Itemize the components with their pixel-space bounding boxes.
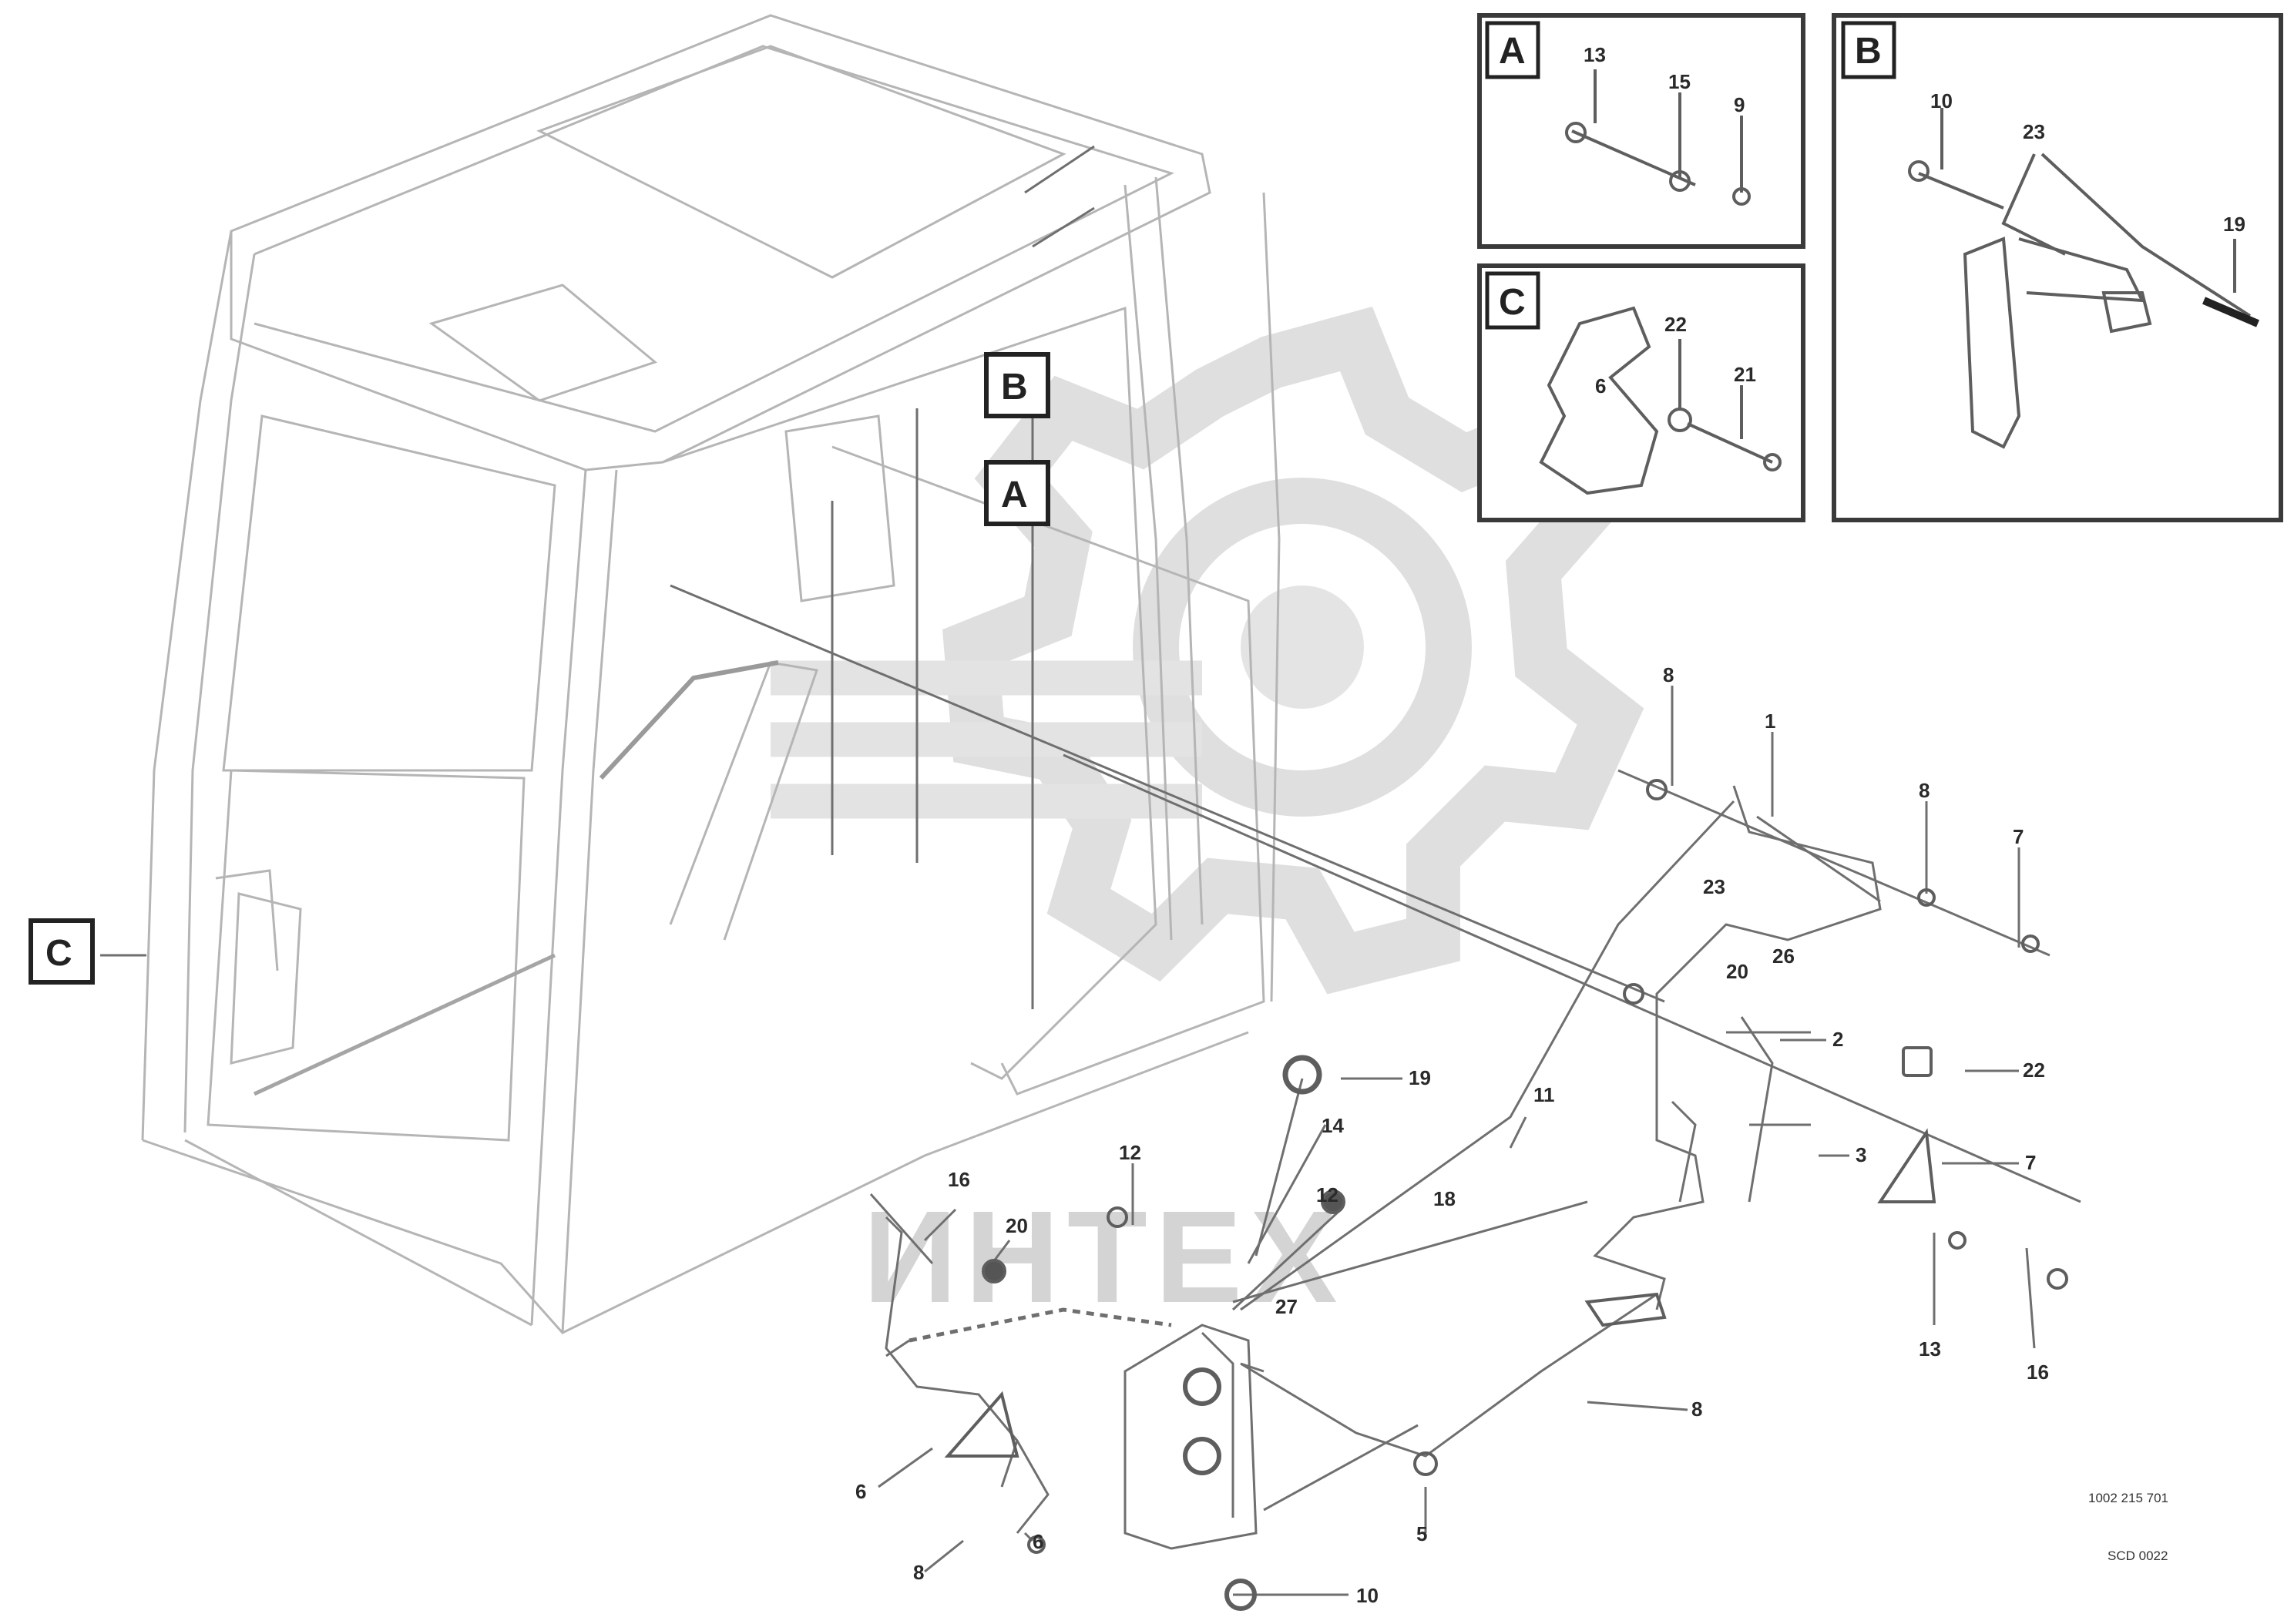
bushing-part bbox=[1902, 1046, 1933, 1077]
part-label: 18 bbox=[1433, 1187, 1456, 1210]
part-label: 7 bbox=[2025, 1151, 2036, 1174]
inset-b-label-2: 23 bbox=[2023, 120, 2045, 143]
part-label: 8 bbox=[1663, 663, 1674, 686]
svg-text:C: C bbox=[45, 933, 72, 974]
inset-b: B 10 23 19 bbox=[1832, 13, 2283, 522]
svg-text:A: A bbox=[1499, 31, 1526, 72]
latch-part bbox=[1584, 1292, 1667, 1327]
fasteners bbox=[944, 779, 2068, 1611]
inset-b-label-1: 10 bbox=[1930, 89, 1953, 112]
part-label: 10 bbox=[1356, 1584, 1379, 1607]
inset-a-label-1: 13 bbox=[1584, 43, 1606, 66]
watermark-text: ИНТЕХ bbox=[863, 1184, 1345, 1330]
callout-box-a: A bbox=[984, 460, 1050, 526]
svg-text:C: C bbox=[1499, 282, 1526, 323]
grommet-part bbox=[1282, 1055, 1322, 1095]
part-label: 12 bbox=[1119, 1141, 1141, 1164]
part-labels: 8 1 8 7 2 3 22 7 13 16 19 14 12 12 16 20… bbox=[855, 663, 2049, 1607]
drawing-reference: 1002 215 701 SCD 0022 bbox=[2088, 1491, 2168, 1563]
inset-a: A 13 15 9 bbox=[1477, 13, 1805, 249]
callout-box-c: C bbox=[29, 918, 95, 985]
clip-bracket-part bbox=[1877, 1128, 1936, 1203]
part-label: 14 bbox=[1322, 1114, 1344, 1137]
svg-text:A: A bbox=[1001, 475, 1028, 515]
nut-part bbox=[1107, 1206, 1128, 1228]
part-label: 8 bbox=[913, 1561, 924, 1584]
grommet-part bbox=[1224, 1579, 1257, 1611]
washer-part bbox=[1948, 1231, 1967, 1250]
inset-a-label-3: 9 bbox=[1734, 93, 1745, 116]
part-label: 20 bbox=[1006, 1214, 1028, 1237]
part-label: 22 bbox=[2023, 1059, 2045, 1082]
cab-frame bbox=[141, 14, 1281, 1334]
nut-part bbox=[982, 1259, 1006, 1283]
part-label: 27 bbox=[1275, 1295, 1298, 1318]
part-label: 16 bbox=[2027, 1361, 2049, 1384]
nut-part bbox=[1623, 983, 1644, 1005]
nut-part bbox=[1321, 1189, 1345, 1214]
inset-c: C 22 21 6 bbox=[1477, 263, 1805, 522]
part-label: 8 bbox=[1919, 779, 1930, 802]
part-label: 19 bbox=[1409, 1066, 1431, 1089]
part-label: 5 bbox=[1416, 1522, 1427, 1545]
part-label: 3 bbox=[1856, 1143, 1866, 1166]
part-label: 26 bbox=[1772, 945, 1795, 968]
part-label: 13 bbox=[1919, 1337, 1941, 1361]
inset-c-label-2: 21 bbox=[1734, 363, 1756, 386]
part-label: 8 bbox=[1691, 1398, 1702, 1421]
part-label: 6 bbox=[855, 1480, 866, 1503]
washer-part bbox=[1027, 1535, 1046, 1554]
part-label: 11 bbox=[1533, 1083, 1555, 1106]
nut-part bbox=[1413, 1451, 1438, 1476]
inset-a-label-2: 15 bbox=[1668, 70, 1691, 93]
clip-bracket-part bbox=[944, 1391, 1019, 1458]
svg-text:B: B bbox=[1855, 31, 1882, 72]
drawing-sheet: SCD 0022 bbox=[2108, 1549, 2168, 1563]
part-label: 1 bbox=[1765, 710, 1775, 733]
part-label: 2 bbox=[1832, 1028, 1843, 1051]
inset-c-label-1: 22 bbox=[1664, 313, 1687, 336]
switch-knob-part bbox=[1183, 1367, 1221, 1406]
svg-text:B: B bbox=[1001, 367, 1028, 408]
part-label: 12 bbox=[1316, 1183, 1338, 1206]
washer-part bbox=[2021, 934, 2040, 953]
callout-box-b: B bbox=[984, 352, 1050, 418]
part-label: 20 bbox=[1726, 960, 1748, 983]
switch-knob-part bbox=[1183, 1437, 1221, 1475]
part-label: 6 bbox=[1033, 1530, 1043, 1553]
drawing-number: 1002 215 701 bbox=[2088, 1491, 2168, 1505]
part-label: 23 bbox=[1703, 875, 1725, 898]
washer-part bbox=[1646, 779, 1668, 800]
washer-part bbox=[2047, 1268, 2068, 1290]
part-label: 16 bbox=[948, 1168, 970, 1191]
part-label: 7 bbox=[2013, 825, 2024, 848]
inset-b-label-3: 19 bbox=[2223, 213, 2245, 236]
inset-c-label-3: 6 bbox=[1595, 374, 1606, 398]
washer-part bbox=[1917, 888, 1936, 907]
